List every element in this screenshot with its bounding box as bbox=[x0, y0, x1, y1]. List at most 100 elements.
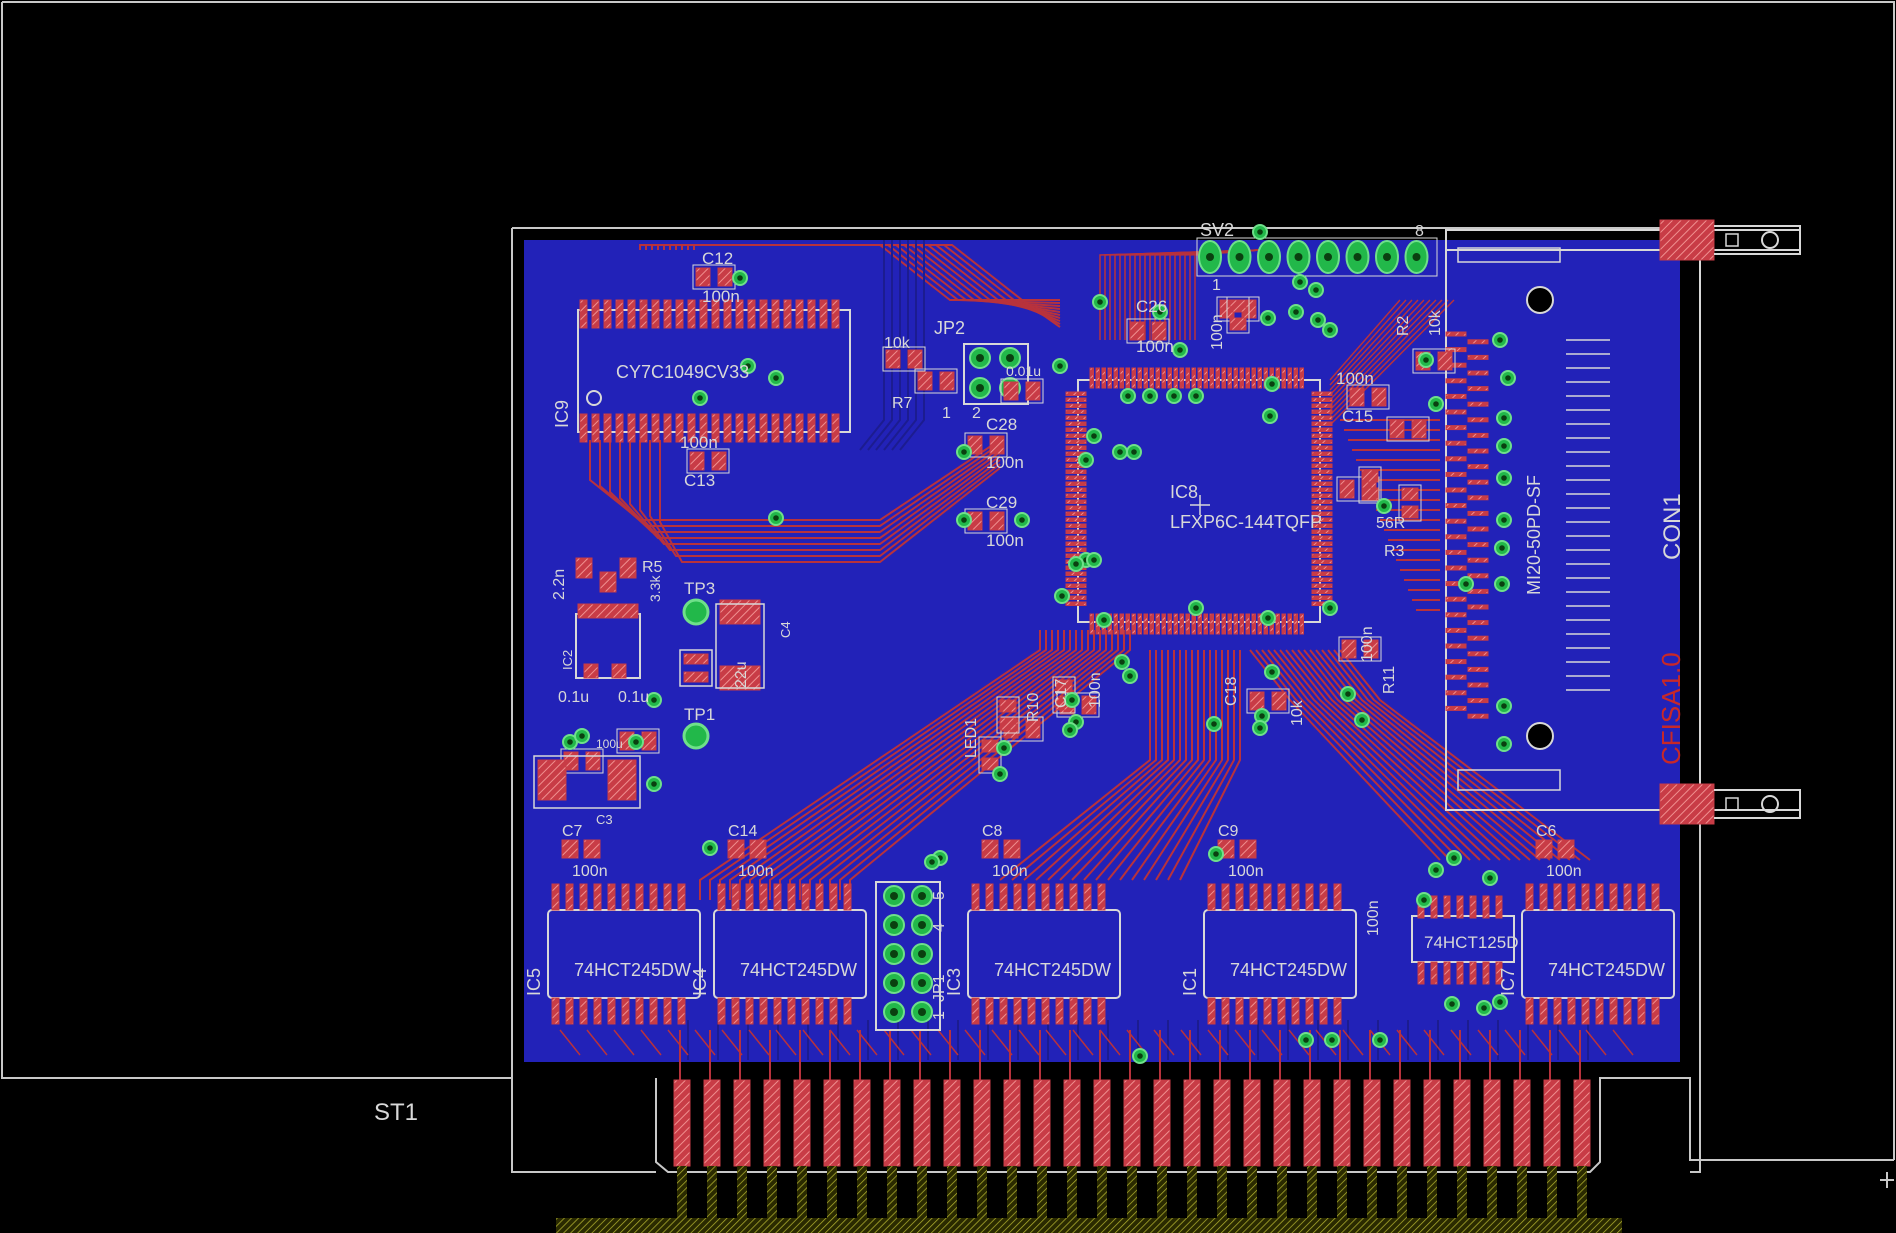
c12-name: C12 bbox=[702, 249, 733, 268]
ram-pin bbox=[831, 299, 840, 329]
buffer-pin bbox=[1055, 997, 1064, 1025]
trace bbox=[875, 240, 901, 451]
edge-finger bbox=[1453, 1079, 1471, 1167]
buffer-pin bbox=[1069, 997, 1078, 1025]
cf-pin bbox=[1467, 651, 1489, 657]
buffer-pin bbox=[1525, 997, 1534, 1025]
fpga-pin bbox=[1137, 367, 1142, 389]
ram-pin bbox=[675, 299, 684, 329]
via-hole bbox=[1019, 517, 1025, 523]
ram-pin bbox=[651, 413, 660, 443]
edge-finger bbox=[733, 1079, 751, 1167]
cf-pin bbox=[1445, 705, 1467, 711]
buffer-pin bbox=[593, 997, 602, 1025]
cf-pin bbox=[1467, 401, 1489, 407]
header-hole bbox=[1235, 253, 1244, 261]
trace bbox=[991, 1029, 1013, 1056]
fpga-pin bbox=[1311, 391, 1333, 396]
cap-pad bbox=[1371, 387, 1387, 407]
led-r: R10 bbox=[1025, 693, 1042, 722]
buffer-pin bbox=[1553, 883, 1562, 911]
cap-outline bbox=[616, 728, 660, 754]
gate-pin bbox=[1495, 961, 1503, 985]
buffer-pin bbox=[731, 997, 740, 1025]
fpga-pin bbox=[1065, 571, 1087, 576]
header-hole bbox=[1265, 253, 1273, 261]
edge-finger-tail bbox=[887, 1166, 897, 1222]
ram-pin bbox=[663, 299, 672, 329]
edge-finger-tail bbox=[917, 1166, 927, 1222]
fpga-pin bbox=[1293, 613, 1298, 635]
c15-name: C15 bbox=[1342, 407, 1373, 426]
fpga-pin bbox=[1221, 613, 1226, 635]
ram-pin bbox=[675, 413, 684, 443]
c18-name: C18 bbox=[1223, 677, 1240, 706]
fpga-pin bbox=[1293, 367, 1298, 389]
ram-pin bbox=[603, 299, 612, 329]
cf-pin bbox=[1467, 604, 1489, 610]
c3-value: 100u bbox=[596, 737, 623, 751]
cap-pad bbox=[907, 349, 923, 369]
buffer-pin bbox=[593, 883, 602, 911]
buffer-pin bbox=[787, 883, 796, 911]
fpga-pin bbox=[1167, 367, 1172, 389]
via-hole bbox=[1433, 867, 1439, 873]
buffer-pin bbox=[1609, 883, 1618, 911]
buffer-pin bbox=[649, 997, 658, 1025]
fpga-pin bbox=[1185, 367, 1190, 389]
cap-pad bbox=[1249, 691, 1265, 711]
trace bbox=[1153, 1029, 1175, 1056]
cf-pin bbox=[1445, 503, 1467, 509]
trace bbox=[1327, 649, 1571, 861]
fpga-pin bbox=[1311, 511, 1333, 516]
fpga-pin bbox=[1257, 367, 1262, 389]
trace bbox=[1234, 1029, 1256, 1056]
buffer-pin bbox=[1207, 997, 1216, 1025]
via-hole bbox=[1327, 605, 1333, 611]
edge-finger bbox=[1003, 1079, 1021, 1167]
jp1-hole bbox=[890, 1008, 898, 1016]
trace bbox=[1477, 1029, 1499, 1056]
trace bbox=[1285, 649, 1501, 861]
via-hole bbox=[1303, 1037, 1309, 1043]
edge-finger bbox=[823, 1079, 841, 1167]
buffer-name: IC1 bbox=[1180, 968, 1200, 996]
fpga-pin bbox=[1065, 493, 1087, 498]
r5-label: R5 bbox=[642, 559, 663, 576]
gate-pin bbox=[1443, 961, 1451, 985]
cap-pad bbox=[717, 267, 733, 287]
fpga-pin bbox=[1245, 367, 1250, 389]
fpga-pin bbox=[1191, 367, 1196, 389]
edge-finger-tail bbox=[1457, 1166, 1467, 1222]
edge-finger bbox=[1303, 1079, 1321, 1167]
edge-finger bbox=[913, 1079, 931, 1167]
gate-pin bbox=[1456, 961, 1464, 985]
fpga-pin bbox=[1311, 403, 1333, 408]
header-cap: 100n bbox=[1209, 314, 1226, 350]
cap-pad bbox=[1411, 419, 1427, 439]
jp1-pin4: 4 bbox=[931, 923, 948, 932]
cf-pin bbox=[1445, 627, 1467, 633]
tab-outline bbox=[1714, 789, 1801, 819]
trace bbox=[559, 1029, 581, 1056]
fpga-pin bbox=[1311, 499, 1333, 504]
buffer-pin bbox=[1333, 883, 1342, 911]
fpga-pin bbox=[1287, 367, 1292, 389]
buffer-pin bbox=[1097, 883, 1106, 911]
trace bbox=[1504, 1029, 1526, 1056]
trace bbox=[694, 1029, 716, 1056]
fpga-pin bbox=[1311, 439, 1333, 444]
c2-pad bbox=[575, 557, 593, 579]
buffer-pin bbox=[635, 997, 644, 1025]
buffer-pin bbox=[1235, 883, 1244, 911]
buffer-pin bbox=[1221, 883, 1230, 911]
buffer-cap-pad bbox=[981, 839, 999, 859]
via-hole bbox=[1497, 999, 1503, 1005]
trace bbox=[1273, 649, 1481, 861]
edge-finger bbox=[1483, 1079, 1501, 1167]
fpga-pin bbox=[1149, 613, 1154, 635]
mount-hole bbox=[1526, 286, 1554, 314]
gate-pin bbox=[1469, 961, 1477, 985]
ram-pin bbox=[807, 413, 816, 443]
fpga-pin bbox=[1065, 517, 1087, 522]
